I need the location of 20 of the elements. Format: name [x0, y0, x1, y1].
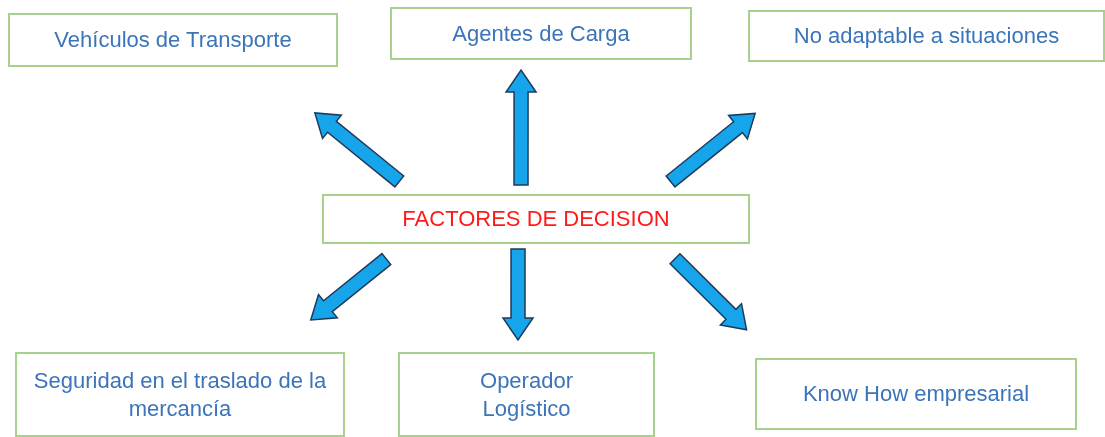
block-arrow [669, 252, 748, 331]
block-arrow [313, 112, 405, 188]
node-label: Know How empresarial [802, 380, 1030, 408]
factor-box [15, 352, 345, 437]
factor-box [755, 358, 1077, 430]
node-label: Agentes de Carga [452, 19, 630, 48]
factor-box [8, 13, 338, 67]
node-label: Operador Logístico [479, 366, 574, 423]
block-arrow [501, 248, 535, 342]
central-box [322, 194, 750, 244]
block-arrow [665, 112, 757, 188]
factor-box [390, 7, 692, 60]
block-arrow [309, 252, 392, 321]
node-label: Vehículos de Transporte [54, 26, 292, 54]
node-label: FACTORES DE DECISION [402, 205, 670, 233]
node-label: Seguridad en el traslado de la mercancía [32, 366, 328, 423]
node-label: No adaptable a situaciones [793, 22, 1060, 50]
factor-box [398, 352, 655, 437]
block-arrow [504, 68, 538, 186]
factor-box [748, 10, 1105, 62]
